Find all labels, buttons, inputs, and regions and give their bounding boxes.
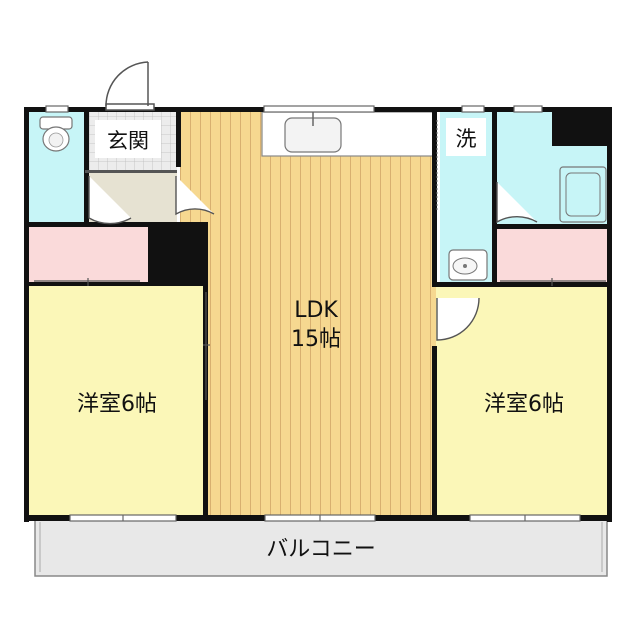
ldk-size-label: 15帖 bbox=[291, 327, 341, 352]
western-room-left-floor bbox=[28, 285, 206, 516]
door-swings bbox=[88, 176, 538, 341]
ldk-label: LDK bbox=[294, 298, 338, 323]
closet-left bbox=[28, 226, 148, 285]
washroom-label: 洗 bbox=[456, 127, 477, 151]
western-room-left-label: 洋室6帖 bbox=[77, 392, 157, 417]
western-room-right-label: 洋室6帖 bbox=[484, 392, 564, 417]
closet-right bbox=[497, 226, 612, 285]
entrance-door bbox=[105, 61, 155, 111]
entrance-label-bg bbox=[95, 120, 161, 158]
windows bbox=[45, 105, 581, 522]
sliding-door-left-room bbox=[203, 292, 210, 400]
balcony-label: バルコニー bbox=[266, 537, 376, 562]
washroom-label-bg bbox=[446, 118, 486, 156]
kitchen-counter bbox=[261, 111, 437, 157]
balcony bbox=[34, 517, 608, 577]
closet-doors bbox=[34, 278, 606, 286]
closet-left-dark bbox=[148, 226, 206, 285]
toilet bbox=[39, 116, 73, 152]
washbasin bbox=[448, 249, 488, 281]
bathtub bbox=[559, 166, 607, 223]
entrance-label: 玄関 bbox=[107, 129, 149, 153]
bathroom-dark-corner bbox=[552, 110, 612, 146]
ldk-floor bbox=[180, 112, 436, 516]
